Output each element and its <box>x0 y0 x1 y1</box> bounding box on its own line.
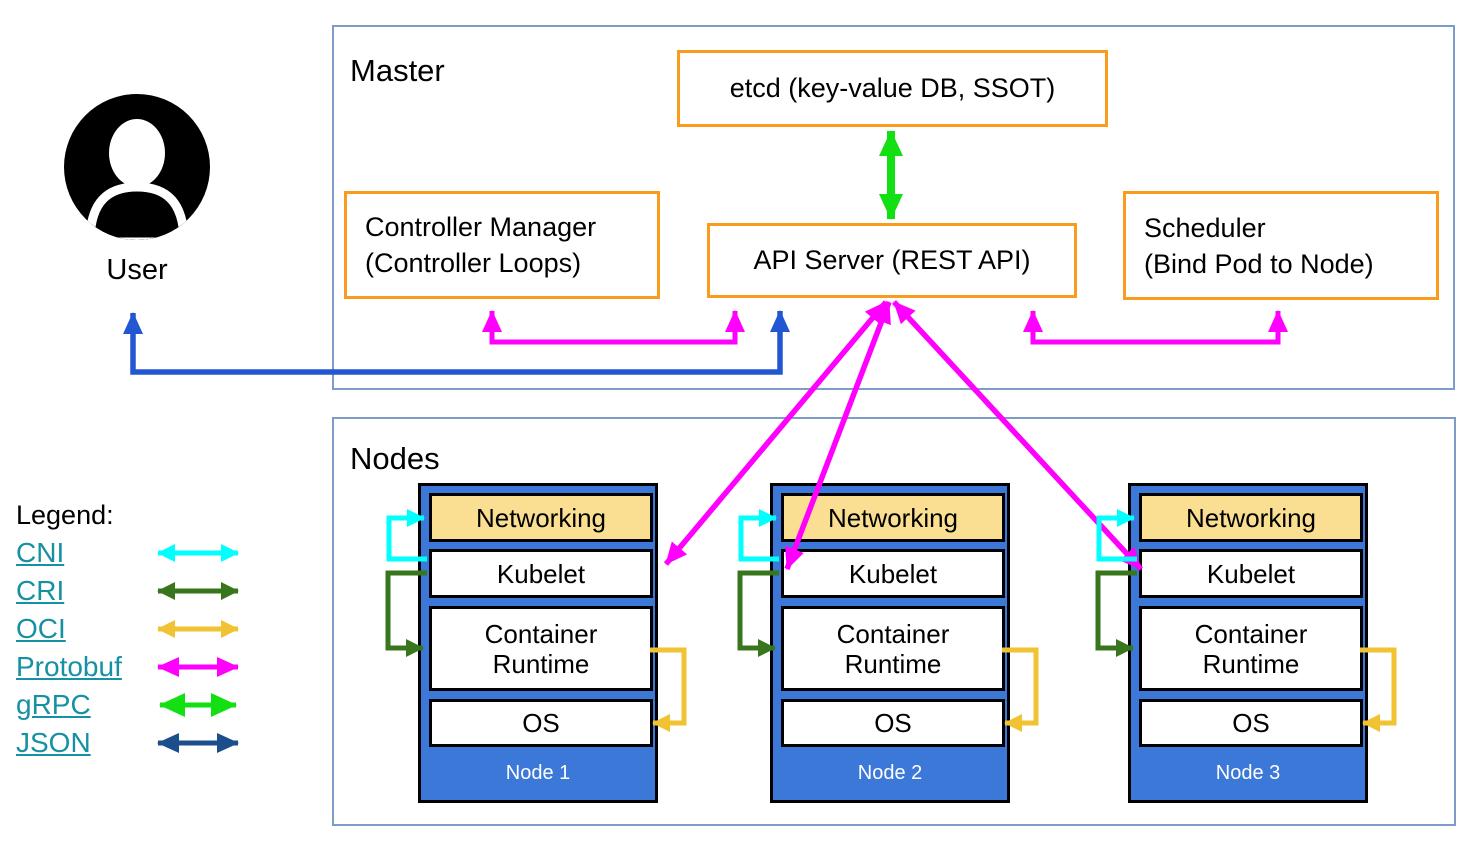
node2-title: Node 2 <box>857 762 923 784</box>
protobuf-legend-arrow-icon <box>157 656 239 677</box>
node2-networking-box: Networking <box>781 493 1005 542</box>
node3-runtime-box: Container Runtime <box>1139 606 1363 691</box>
legend-row-oci: OCI <box>16 613 256 644</box>
node2-kubelet-box: Kubelet <box>781 549 1005 598</box>
kubelet-label: Kubelet <box>1206 558 1296 589</box>
controller-manager-box: Controller Manager (Controller Loops) <box>344 191 660 299</box>
cni-legend-arrow-icon <box>157 543 239 562</box>
legend-link-json[interactable]: JSON <box>16 726 91 758</box>
legend-link-cni[interactable]: CNI <box>16 536 65 568</box>
networking-label: Networking <box>1185 502 1317 533</box>
cri-legend-arrow-icon <box>157 581 239 600</box>
api-server-label: API Server (REST API) <box>753 245 1031 275</box>
legend-row-grpc: gRPC <box>16 689 256 720</box>
legend-link-grpc[interactable]: gRPC <box>16 688 91 720</box>
kubelet-label: Kubelet <box>848 558 938 589</box>
legend-row-cni: CNI <box>16 537 256 568</box>
user-label: User <box>106 254 168 286</box>
os-label: OS <box>522 708 560 738</box>
networking-label: Networking <box>475 502 607 533</box>
legend-title: Legend: <box>16 500 114 530</box>
node2-os-box: OS <box>781 699 1005 747</box>
os-label: OS <box>874 708 912 738</box>
scheduler-label-line2: (Bind Pod to Node) <box>1144 248 1374 279</box>
node3-title: Node 3 <box>1215 762 1281 784</box>
node3-kubelet-box: Kubelet <box>1139 549 1363 598</box>
node-1: Networking Kubelet Container Runtime OS … <box>418 483 658 803</box>
scheduler-box: Scheduler (Bind Pod to Node) <box>1123 191 1439 300</box>
controller-manager-label-line2: (Controller Loops) <box>365 248 582 278</box>
node-3: Networking Kubelet Container Runtime OS … <box>1128 483 1368 803</box>
json-legend-arrow-icon <box>157 732 239 753</box>
legend-link-cri[interactable]: CRI <box>16 574 65 606</box>
kubelet-label: Kubelet <box>496 558 586 589</box>
legend-row-protobuf: Protobuf <box>16 651 256 682</box>
legend-row-cri: CRI <box>16 575 256 606</box>
controller-manager-label-line1: Controller Manager <box>365 212 597 242</box>
runtime-label: Container Runtime <box>484 618 598 679</box>
node1-os-box: OS <box>429 699 653 747</box>
api-server-box: API Server (REST API) <box>707 223 1077 298</box>
networking-label: Networking <box>827 502 959 533</box>
legend-row-json: JSON <box>16 727 256 758</box>
node3-os-box: OS <box>1139 699 1363 747</box>
oci-legend-arrow-icon <box>157 619 239 638</box>
legend: Legend: CNI CRI OCI Protobuf gRP <box>16 500 256 765</box>
runtime-label: Container Runtime <box>1194 618 1308 679</box>
node1-title: Node 1 <box>505 762 571 784</box>
nodes-label: Nodes <box>350 441 440 476</box>
node2-runtime-box: Container Runtime <box>781 606 1005 691</box>
scheduler-label-line1: Scheduler <box>1144 212 1266 243</box>
grpc-legend-arrow-icon <box>159 692 237 717</box>
node1-kubelet-box: Kubelet <box>429 549 653 598</box>
etcd-box: etcd (key-value DB, SSOT) <box>677 50 1108 127</box>
node-2: Networking Kubelet Container Runtime OS … <box>770 483 1010 803</box>
node3-networking-box: Networking <box>1139 493 1363 542</box>
runtime-label: Container Runtime <box>836 618 950 679</box>
master-label: Master <box>350 53 445 88</box>
node1-runtime-box: Container Runtime <box>429 606 653 691</box>
node1-networking-box: Networking <box>429 493 653 542</box>
legend-link-protobuf[interactable]: Protobuf <box>16 650 122 682</box>
etcd-label: etcd (key-value DB, SSOT) <box>729 73 1056 103</box>
os-label: OS <box>1232 708 1270 738</box>
user-avatar-icon <box>64 94 210 240</box>
legend-link-oci[interactable]: OCI <box>16 612 66 644</box>
